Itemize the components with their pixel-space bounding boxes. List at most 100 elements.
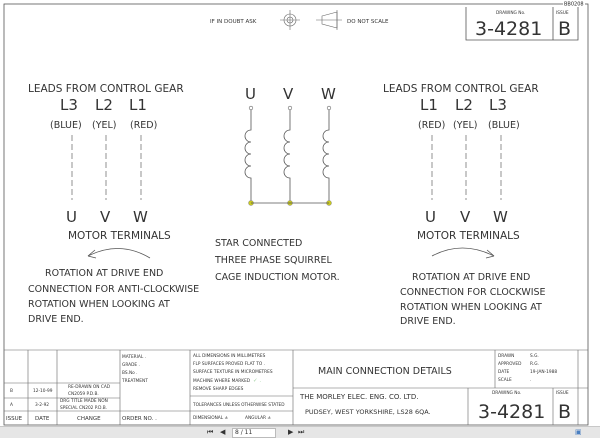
left-rotation-line: CONNECTION FOR ANTI-CLOCKWISE — [28, 284, 199, 295]
scale-value: . — [530, 378, 531, 383]
rev-change: DRG TITLE MADE NON — [60, 398, 108, 404]
terminal-node — [248, 105, 254, 111]
issue-value: B — [558, 401, 571, 423]
right-rotation-line: DRIVE END. — [400, 316, 456, 327]
col-date: DATE — [35, 416, 50, 422]
right-color: (RED) — [418, 120, 445, 131]
left-terminal: U — [66, 208, 77, 226]
motor-description: THREE PHASE SQUIRREL — [214, 255, 332, 266]
issue-value: B — [558, 18, 571, 40]
right-color: (YEL) — [453, 120, 478, 131]
terminal-node — [287, 105, 293, 111]
winding-coil — [322, 105, 332, 206]
rev-issue: B — [10, 388, 13, 394]
left-color: (BLUE) — [50, 120, 82, 131]
right-terminals-label: MOTOR TERMINALS — [417, 230, 520, 242]
doubt-note: IF IN DOUBT ASK — [210, 19, 257, 25]
terminal-node — [326, 105, 332, 111]
motor-terminal: V — [283, 85, 294, 103]
drawing-no-label: DRAWING No. — [496, 10, 525, 16]
left-rotation-line: ROTATION AT DRIVE END — [45, 268, 163, 279]
material: MATERIAL . — [122, 354, 146, 360]
winding-coil — [244, 105, 254, 206]
star-motor-diagram: U V W STAR CONNECTED THREE PHASE SQUIRRE… — [214, 85, 340, 283]
drawing-no: 3-4281 — [475, 18, 542, 40]
grade: GRADE . — [122, 362, 140, 368]
left-rotation-line: DRIVE END. — [28, 314, 84, 325]
left-rotation-line: ROTATION WHEN LOOKING AT — [28, 299, 170, 310]
clockwise-arrow-icon — [431, 247, 495, 259]
date-value: 19-JAN-1988 — [530, 369, 557, 375]
right-rotation-line: CONNECTION FOR CLOCKWISE — [400, 287, 546, 298]
viewer-toolbar: ⏮ ◀ 8 / 11 ▶ ⏭ ▣ — [0, 426, 600, 438]
right-connection: LEADS FROM CONTROL GEAR L1 L2 L3 (RED) (… — [383, 83, 546, 327]
coil-path — [283, 110, 291, 203]
issue-label: ISSUE — [556, 390, 569, 396]
coil-path — [322, 110, 330, 203]
rev-date: 12-10-99 — [33, 388, 53, 394]
drawing-no-label: DRAWING No. — [492, 390, 521, 396]
right-terminal: V — [460, 208, 471, 226]
drawing-sheet: BB0208 IF IN DOUBT ASK DO NOT SCALE DRAW… — [3, 0, 589, 426]
scale-label: SCALE — [498, 377, 512, 383]
drawn-value: S.G. — [530, 353, 539, 359]
left-color: (YEL) — [92, 120, 117, 131]
right-leads-title: LEADS FROM CONTROL GEAR — [383, 83, 539, 95]
rev-change: RE-DRAWN ON CAD — [68, 384, 111, 390]
anticlockwise-arrow-icon — [87, 248, 151, 259]
title-block: B 12-10-99 RE-DRAWN ON CAD CN2059 P.D.B.… — [4, 349, 588, 425]
right-terminal: U — [425, 208, 436, 226]
right-lead: L2 — [455, 96, 473, 114]
note: REMOVE SHARP EDGES — [193, 386, 244, 392]
issue-label: ISSUE — [556, 10, 569, 16]
projection-target-icon — [280, 10, 300, 30]
drawn-label: DRAWN — [498, 353, 514, 359]
rev-date: 3-2-92 — [35, 402, 49, 408]
right-color: (BLUE) — [488, 120, 520, 131]
top-drawing-number-box: DRAWING No. 3-4281 ISSUE B — [465, 7, 579, 41]
previous-page-icon[interactable]: ◀ — [220, 428, 226, 436]
note: SURFACE TEXTURE IN MICROMETRES — [193, 369, 273, 375]
winding-coil — [283, 105, 293, 206]
col-issue: ISSUE — [6, 416, 23, 422]
check-icon: ✓ . — [253, 378, 261, 384]
left-terminal: W — [133, 208, 148, 226]
company-name: THE MORLEY ELEC. ENG. CO. LTD. — [299, 393, 418, 401]
rev-change: SPECIAL CN202 P.D.B. — [60, 405, 107, 411]
left-connection: LEADS FROM CONTROL GEAR L3 L2 L1 (BLUE) … — [28, 83, 199, 325]
order-no: ORDER NO. . — [122, 416, 157, 422]
left-terminals-label: MOTOR TERMINALS — [68, 230, 171, 242]
right-rotation-line: ROTATION WHEN LOOKING AT — [400, 302, 542, 313]
col-change: CHANGE — [77, 416, 101, 422]
first-page-icon[interactable]: ⏮ — [207, 428, 214, 436]
note: FLP SURFACES PROVED FLAT TO . — [193, 361, 265, 367]
motor-description: CAGE INDUCTION MOTOR. — [215, 272, 340, 283]
projection-cone-icon — [316, 10, 342, 30]
treatment: TREATMENT — [121, 378, 148, 384]
right-rotation-line: ROTATION AT DRIVE END — [412, 272, 530, 283]
right-lead: L1 — [420, 96, 438, 114]
approved-label: APPROVED — [498, 361, 522, 367]
left-lead: L2 — [95, 96, 113, 114]
drawing-no: 3-4281 — [478, 401, 545, 423]
left-lead: L1 — [129, 96, 147, 114]
note: ALL DIMENSIONS IN MILLIMETRES — [193, 353, 266, 359]
company-address: PUDSEY, WEST YORKSHIRE, LS28 6QA. — [305, 408, 431, 416]
motor-description: STAR CONNECTED — [215, 238, 302, 249]
sheet-ref-backing — [563, 0, 585, 7]
motor-terminal: W — [321, 85, 336, 103]
last-page-icon[interactable]: ⏭ — [298, 428, 305, 436]
rev-change: CN2059 P.D.B. — [68, 391, 99, 397]
view-mode-icon[interactable]: ▣ — [575, 428, 582, 436]
next-page-icon[interactable]: ▶ — [288, 428, 294, 436]
note: MACHINE WHERE MARKED — [193, 378, 251, 384]
rev-issue: A — [10, 402, 13, 408]
left-leads-title: LEADS FROM CONTROL GEAR — [28, 83, 184, 95]
sheet-border — [3, 3, 589, 426]
right-terminal: W — [493, 208, 508, 226]
approved-value: R.G. — [530, 361, 539, 367]
date-label: DATE — [498, 369, 509, 375]
no-scale-note: DO NOT SCALE — [347, 19, 389, 25]
tolerances: TOLERANCES UNLESS OTHERWISE STATED — [192, 402, 285, 408]
left-lead: L3 — [60, 96, 78, 114]
